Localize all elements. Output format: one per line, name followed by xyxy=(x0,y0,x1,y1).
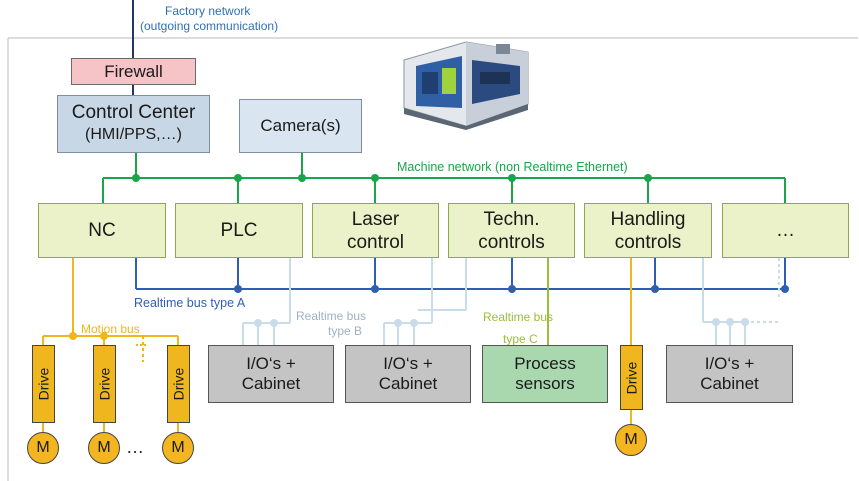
realtime-bus-b-nodes xyxy=(254,318,749,327)
motor-label: M xyxy=(624,431,638,448)
drive-label: Drive xyxy=(35,367,52,401)
io-cabinet-line1: I/O‘s + xyxy=(246,354,296,373)
handling-controls-box: Handling controls xyxy=(584,203,712,258)
nc-box: NC xyxy=(38,203,166,258)
drive-box-4: Drive xyxy=(620,345,643,410)
io-cabinet-box-1: I/O‘s + Cabinet xyxy=(208,345,334,403)
handling-controls-line1: Handling xyxy=(610,208,686,230)
camera-box: Camera(s) xyxy=(239,99,362,153)
laser-control-box: Laser control xyxy=(312,203,439,258)
firewall-box: Firewall xyxy=(71,58,196,85)
motor-label: M xyxy=(97,439,111,456)
machine-network-label: Machine network (non Realtime Ethernet) xyxy=(397,160,628,174)
drive-box-1: Drive xyxy=(32,345,55,423)
machine-network-nodes xyxy=(132,174,652,182)
io-cabinet-box-3: I/O‘s + Cabinet xyxy=(666,345,793,403)
techn-controls-line2: controls xyxy=(478,231,545,253)
drive-label: Drive xyxy=(96,367,113,401)
process-sensors-line2: sensors xyxy=(515,374,575,393)
control-center-box: Control Center (HMI/PPS,…) xyxy=(57,95,210,153)
motor-label: M xyxy=(171,439,185,456)
laser-machine-image xyxy=(403,41,529,130)
motor-ellipsis: … xyxy=(126,437,144,457)
techn-controls-line1: Techn. xyxy=(483,208,540,230)
realtime-bus-a-lines xyxy=(135,258,786,290)
camera-label: Camera(s) xyxy=(260,116,341,135)
io-cabinet-line1: I/O‘s + xyxy=(383,354,433,373)
drive-box-3: Drive xyxy=(167,345,190,423)
io-cabinet-box-2: I/O‘s + Cabinet xyxy=(345,345,471,403)
realtime-bus-a-nodes xyxy=(234,285,789,293)
motor-1: M xyxy=(27,432,59,464)
realtime-bus-c-label-line1: Realtime bus xyxy=(483,310,554,324)
motor-2: M xyxy=(88,432,120,464)
drive-label: Drive xyxy=(170,367,187,401)
drive-box-2: Drive xyxy=(93,345,116,423)
realtime-bus-b-lines xyxy=(242,258,780,345)
more-controls-label: … xyxy=(776,220,795,241)
realtime-bus-c-label-line2: type C xyxy=(503,332,538,346)
plc-label: PLC xyxy=(220,220,258,241)
drive-label: Drive xyxy=(623,361,640,394)
process-sensors-line1: Process xyxy=(514,354,576,373)
motor-3: M xyxy=(162,432,194,464)
plc-box: PLC xyxy=(175,203,303,258)
factory-network-sublabel: (outgoing communication) xyxy=(140,19,279,33)
motion-bus-lines xyxy=(42,258,632,432)
firewall-label: Firewall xyxy=(104,61,163,81)
io-cabinet-line2: Cabinet xyxy=(700,374,759,393)
machine-network-lines xyxy=(102,153,786,203)
realtime-bus-a-label: Realtime bus type A xyxy=(134,296,246,310)
realtime-bus-b-label-line1: Realtime bus xyxy=(296,309,367,323)
laser-control-line1: Laser xyxy=(351,208,400,230)
handling-controls-line2: controls xyxy=(614,231,682,253)
control-center-title: Control Center xyxy=(71,102,196,123)
motor-4: M xyxy=(615,424,647,456)
motion-bus-label: Motion bus xyxy=(81,322,140,336)
process-sensors-box: Process sensors xyxy=(482,345,608,403)
more-controls-box: … xyxy=(722,203,849,258)
io-cabinet-line1: I/O‘s + xyxy=(704,354,755,373)
laser-control-line2: control xyxy=(346,231,405,253)
io-cabinet-line2: Cabinet xyxy=(378,374,438,393)
motor-label: M xyxy=(36,439,50,456)
motion-bus-nodes xyxy=(69,332,108,340)
nc-label: NC xyxy=(88,220,116,241)
factory-network-label: Factory network xyxy=(165,4,251,18)
techn-controls-box: Techn. controls xyxy=(448,203,575,258)
control-center-subtitle: (HMI/PPS,…) xyxy=(85,126,182,143)
io-cabinet-line2: Cabinet xyxy=(241,374,301,393)
realtime-bus-b-label-line2: type B xyxy=(328,324,363,338)
